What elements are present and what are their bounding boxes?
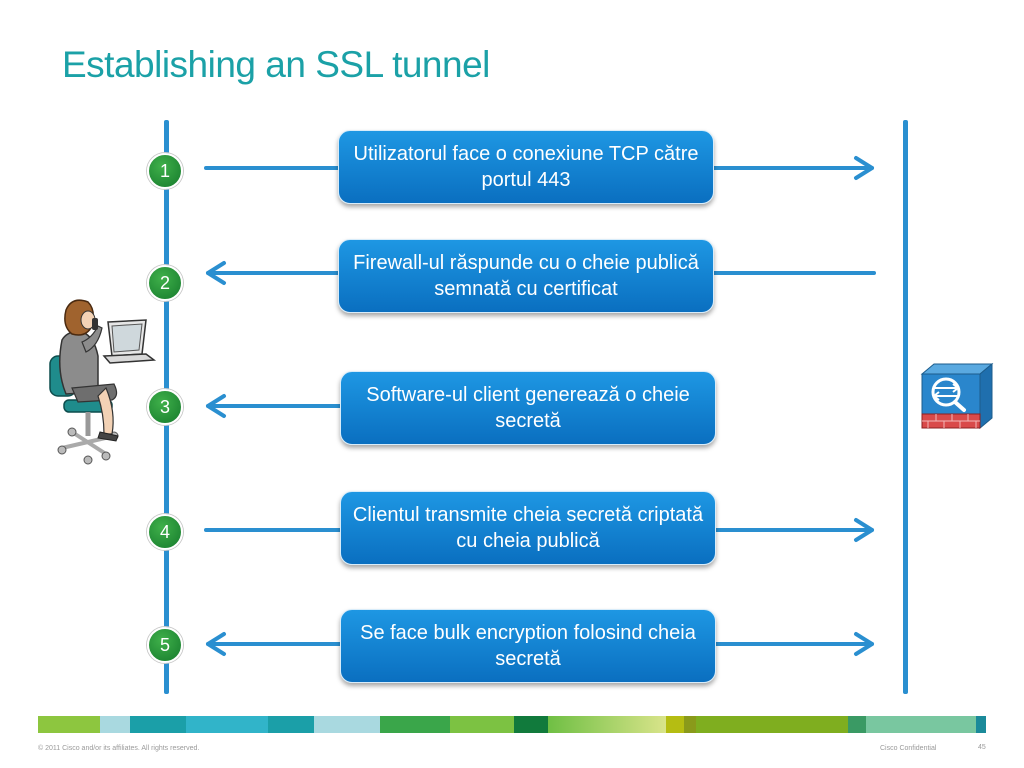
message-text-1: Utilizatorul face o conexiune TCP către … — [353, 143, 699, 191]
step-number-4: 4 — [147, 514, 183, 550]
person-at-computer-icon — [49, 299, 157, 465]
message-box-5: Se face bulk encryption folosind cheia s… — [340, 609, 716, 683]
arrowhead-step-4 — [854, 518, 874, 542]
page-number: 45 — [978, 744, 986, 751]
message-text-2: Firewall-ul răspunde cu o cheie publică … — [353, 252, 699, 300]
message-box-1: Utilizatorul face o conexiune TCP către … — [338, 130, 714, 204]
arrowhead-step-3 — [206, 394, 226, 418]
step-number-2: 2 — [147, 265, 183, 301]
arrowhead-step-5-right — [854, 632, 874, 656]
arrowhead-step-5-left — [206, 632, 226, 656]
slide-title: Establishing an SSL tunnel — [62, 44, 490, 85]
message-text-5: Se face bulk encryption folosind cheia s… — [360, 622, 696, 670]
server-lifeline — [903, 120, 908, 694]
copyright-text: © 2011 Cisco and/or its affiliates. All … — [38, 745, 200, 752]
confidential-label: Cisco Confidential — [880, 745, 937, 752]
message-box-2: Firewall-ul răspunde cu o cheie publică … — [338, 239, 714, 313]
arrowhead-step-1 — [854, 156, 874, 180]
step-number-3: 3 — [147, 389, 183, 425]
step-number-1: 1 — [147, 153, 183, 189]
firewall-appliance-icon — [920, 362, 994, 430]
arrowhead-step-2 — [206, 261, 226, 285]
message-text-4: Clientul transmite cheia secretă criptat… — [352, 504, 704, 552]
message-box-3: Software-ul client generează o cheie sec… — [340, 371, 716, 445]
message-box-4: Clientul transmite cheia secretă criptat… — [340, 491, 716, 565]
message-text-3: Software-ul client generează o cheie sec… — [366, 384, 690, 432]
step-number-5: 5 — [147, 627, 183, 663]
